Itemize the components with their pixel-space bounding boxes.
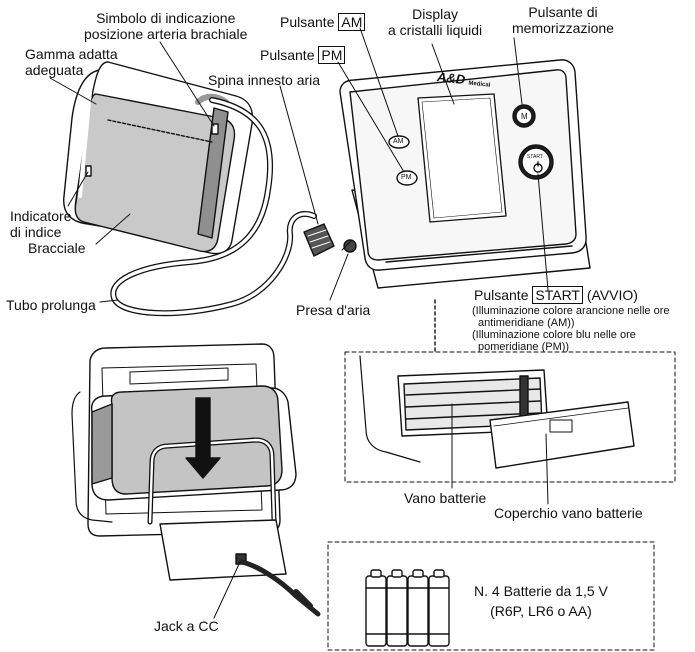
label-cuff: Bracciale	[28, 240, 86, 256]
cuff-marker	[211, 123, 219, 135]
battery-cover-plate	[489, 401, 635, 469]
label-range-line2: adeguata	[25, 62, 84, 78]
label-display: Display a cristalli liquidi	[388, 6, 482, 38]
label-display-line2: a cristalli liquidi	[388, 22, 483, 38]
start-button[interactable]	[518, 144, 554, 180]
lcd-display-panel	[417, 93, 507, 223]
label-memory-button-line1: Pulsante di	[528, 4, 598, 20]
lcd-frame-inner	[421, 97, 503, 219]
pm-button[interactable]	[396, 170, 418, 186]
battery-2	[386, 569, 408, 647]
brand-logo-sub: Medical	[468, 80, 491, 89]
brand-logo-text: A&D	[436, 69, 466, 88]
label-index-indicator-line2: di indice	[10, 224, 62, 240]
label-brachial-symbol-line2: posizione arteria brachiale	[84, 26, 248, 42]
label-brachial-symbol-line1: Simbolo di indicazione	[96, 10, 236, 26]
label-batteries-line1: N. 4 Batterie da 1,5 V	[474, 583, 608, 599]
label-start-button-suffix: (AVVIO)	[586, 287, 638, 303]
label-range: Gamma adatta adeguata	[25, 46, 118, 78]
label-start-note-1: (Illuminazione colore arancione nelle or…	[472, 305, 670, 317]
label-start-note-4: pomeridiane (PM))	[478, 341, 570, 353]
label-am-button-key: AM	[338, 13, 366, 31]
memory-button[interactable]	[512, 104, 536, 128]
am-button-label: AM	[393, 138, 404, 145]
label-start-notes: (Illuminazione colore arancione nelle or…	[472, 305, 670, 353]
label-start-button-prefix: Pulsante	[474, 287, 529, 303]
label-start-note-3: (Illuminazione colore blu nelle ore	[472, 329, 636, 341]
label-battery-cover: Coperchio vano batterie	[494, 505, 643, 521]
label-start-button: Pulsante START (AVVIO)	[474, 286, 638, 304]
label-memory-button: Pulsante di memorizzazione	[512, 4, 614, 36]
label-pm-button: Pulsante PM	[260, 46, 346, 64]
extension-tube	[110, 97, 317, 317]
battery-3	[407, 569, 429, 647]
label-display-line1: Display	[412, 6, 459, 22]
cuff-illustration	[63, 61, 254, 255]
battery-inset-frame	[344, 351, 676, 483]
label-batteries: N. 4 Batterie da 1,5 V (R6P, LR6 o AA)	[474, 583, 608, 619]
air-socket	[341, 239, 357, 253]
memory-button-label: M	[521, 112, 528, 121]
leader-lines	[49, 27, 549, 619]
range-band	[78, 90, 92, 198]
label-index-indicator-line1: Indicatore	[10, 208, 72, 224]
batteries-box	[327, 541, 655, 651]
label-extension-tube: Tubo prolunga	[6, 297, 96, 313]
label-battery-compartment: Vano batterie	[404, 490, 487, 506]
label-dc-jack: Jack a CC	[154, 618, 219, 634]
batteries-box-frame	[327, 541, 655, 651]
cuff-seam	[107, 119, 213, 143]
label-batteries-line2: (R6P, LR6 o AA)	[490, 603, 592, 619]
label-start-button-key: START	[532, 286, 583, 304]
insert-arrow	[185, 397, 221, 479]
label-pm-button-key: PM	[318, 46, 346, 64]
label-range-line1: Gamma adatta	[25, 46, 118, 62]
start-button-label: START	[527, 154, 543, 160]
air-plug	[303, 223, 335, 257]
cuff-edge-strip	[197, 107, 229, 239]
battery-inset	[344, 299, 676, 483]
label-air-socket: Presa d'aria	[296, 302, 371, 318]
label-air-plug: Spina innesto aria	[208, 72, 321, 88]
label-pm-button-prefix: Pulsante	[260, 47, 315, 63]
am-button[interactable]	[388, 135, 410, 149]
label-brachial-symbol: Simbolo di indicazione posizione arteria…	[84, 10, 247, 42]
storage-illustration	[71, 343, 321, 617]
index-marker	[85, 165, 92, 177]
label-index-indicator: Indicatore di indice	[10, 208, 71, 240]
label-memory-button-line2: memorizzazione	[512, 20, 614, 36]
pm-button-label: PM	[401, 174, 412, 181]
monitor-bottom-groove	[385, 245, 573, 263]
label-am-button: Pulsante AM	[280, 13, 366, 31]
battery-4	[428, 569, 450, 647]
label-start-note-2: antimeridiane (AM))	[478, 317, 575, 329]
battery-1	[365, 569, 387, 647]
label-am-button-prefix: Pulsante	[280, 14, 335, 30]
monitor-illustration	[339, 59, 591, 289]
